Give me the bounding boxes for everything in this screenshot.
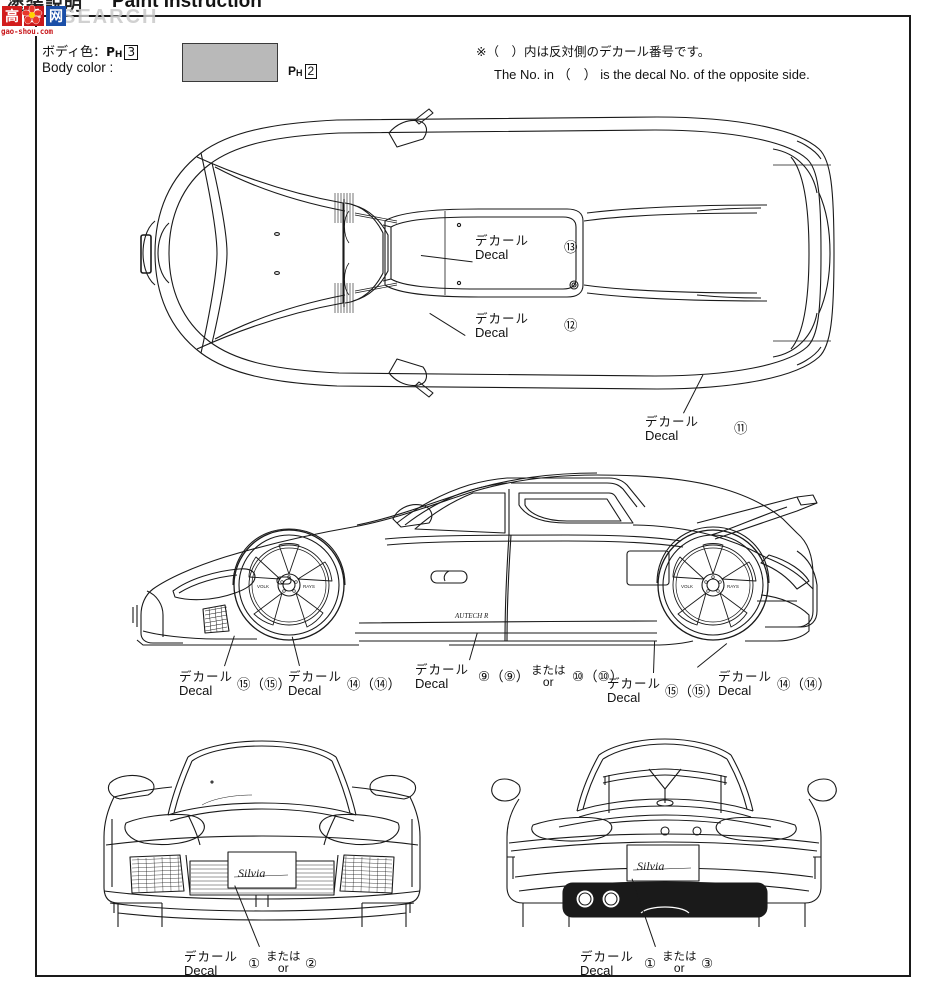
- callout-label-jp: デカール: [179, 669, 234, 684]
- callout-side-15R: デカール Decal: [607, 677, 661, 705]
- callout-label-jp: デカール: [645, 414, 700, 429]
- callout-side-15R-numbers: ⑮（⑮）: [665, 684, 719, 699]
- callout-side-14L: デカール Decal: [288, 670, 342, 698]
- callout-side-9-10: デカール Decal: [415, 663, 469, 691]
- callout-label-jp: デカール: [718, 669, 773, 684]
- callout-rear-1-numbers: ①: [644, 956, 657, 971]
- body-color-code-sub: H: [114, 50, 123, 60]
- side-badge-text: AUTECH R: [454, 612, 489, 620]
- wheel-text-right-rear: RAYS: [727, 584, 739, 589]
- callout-label-jp: デカール: [415, 662, 470, 677]
- callout-top-13-numbers: ⑬: [564, 240, 578, 255]
- opposite-side-note: ※（ ）内は反対側のデカール番号です。 The No. in （ ） is th…: [476, 41, 876, 83]
- swatch-code-prefix: P: [288, 64, 297, 78]
- callout-top-11-numbers: ⑪: [734, 421, 748, 436]
- callout-label-en: Decal: [475, 247, 509, 262]
- car-side-view: AUTECH R: [97, 455, 837, 670]
- callout-top-12: デカール Decal: [475, 312, 529, 340]
- callout-side-9-numbers: ⑨（⑨）: [478, 669, 530, 684]
- callout-label-en: Decal: [179, 683, 213, 698]
- page-title-en: Paint Instruction: [112, 0, 262, 12]
- callout-top-13: デカール Decal: [475, 234, 529, 262]
- callout-label-jp: デカール: [288, 669, 343, 684]
- wheel-text-left-front: VOLK: [257, 584, 269, 589]
- or-label-en: or: [277, 961, 289, 975]
- callout-rear-3-numbers: ③: [701, 956, 714, 971]
- car-front-view: Silvia: [92, 727, 432, 927]
- callout-side-10-numbers: ⑩（⑩）: [572, 669, 624, 684]
- or-label-jp: または: [266, 949, 301, 963]
- body-color-text-jp: ボディ色：: [42, 45, 107, 60]
- callout-label-jp: デカール: [184, 949, 239, 964]
- callout-label-en: Decal: [580, 963, 614, 978]
- callout-label-en: Decal: [718, 683, 752, 698]
- body-color-label-en: Body color :: [42, 60, 114, 75]
- callout-side-15L: デカール Decal: [179, 670, 233, 698]
- or-label-jp: または: [531, 663, 566, 677]
- callout-label-en: Decal: [607, 690, 641, 705]
- callout-front-1-numbers: ①: [248, 956, 261, 971]
- callout-side-15L-numbers: ⑮（⑮）: [237, 677, 291, 692]
- callout-front-1-2: デカール Decal: [184, 950, 238, 978]
- callout-front-2-numbers: ②: [305, 956, 318, 971]
- car-top-view: [97, 93, 837, 413]
- body-color-code-number: 3: [124, 45, 139, 60]
- body-color-swatch: [182, 43, 278, 82]
- or-label-en: or: [673, 961, 685, 975]
- callout-label-en: Decal: [645, 428, 679, 443]
- front-badge-text: Silvia: [238, 866, 265, 880]
- note-text-en: The No. in （ ） is the decal No. of the o…: [494, 67, 810, 82]
- callout-label-jp: デカール: [580, 949, 635, 964]
- wheel-text-left-rear: VOLK: [681, 584, 693, 589]
- callout-side-14L-numbers: ⑭（⑭）: [347, 677, 401, 692]
- or-label-jp: または: [662, 949, 697, 963]
- callout-label-jp: デカール: [475, 233, 530, 248]
- callout-label-jp: デカール: [475, 311, 530, 326]
- wheel-text-right-front: RAYS: [303, 584, 315, 589]
- rear-badge-text: Silvia: [637, 859, 664, 873]
- callout-label-en: Decal: [475, 325, 509, 340]
- swatch-code-sub: H: [296, 68, 303, 78]
- or-label-en: or: [542, 675, 554, 689]
- callout-side-14R: デカール Decal: [718, 670, 772, 698]
- callout-side-14R-numbers: ⑭（⑭）: [777, 677, 831, 692]
- callout-label-jp: デカール: [607, 676, 662, 691]
- callout-label-en: Decal: [415, 676, 449, 691]
- callout-label-en: Decal: [184, 963, 218, 978]
- car-rear-view: Silvia: [489, 727, 839, 927]
- swatch-code-number: 2: [304, 64, 318, 79]
- callout-front-or: または or: [266, 950, 301, 974]
- callout-side-or: または or: [531, 664, 566, 688]
- watermark-ghost-text: SEARCH: [62, 6, 159, 28]
- note-text-jp: ※（ ）内は反対側のデカール番号です。: [476, 44, 711, 59]
- callout-rear-or: または or: [662, 950, 697, 974]
- callout-rear-1-3: デカール Decal: [580, 950, 634, 978]
- callout-top-11: デカール Decal: [645, 415, 699, 443]
- callout-top-12-numbers: ⑫: [564, 318, 578, 333]
- body-color-code-prefix: P: [106, 45, 115, 59]
- header-rule: [35, 15, 911, 17]
- callout-label-en: Decal: [288, 683, 322, 698]
